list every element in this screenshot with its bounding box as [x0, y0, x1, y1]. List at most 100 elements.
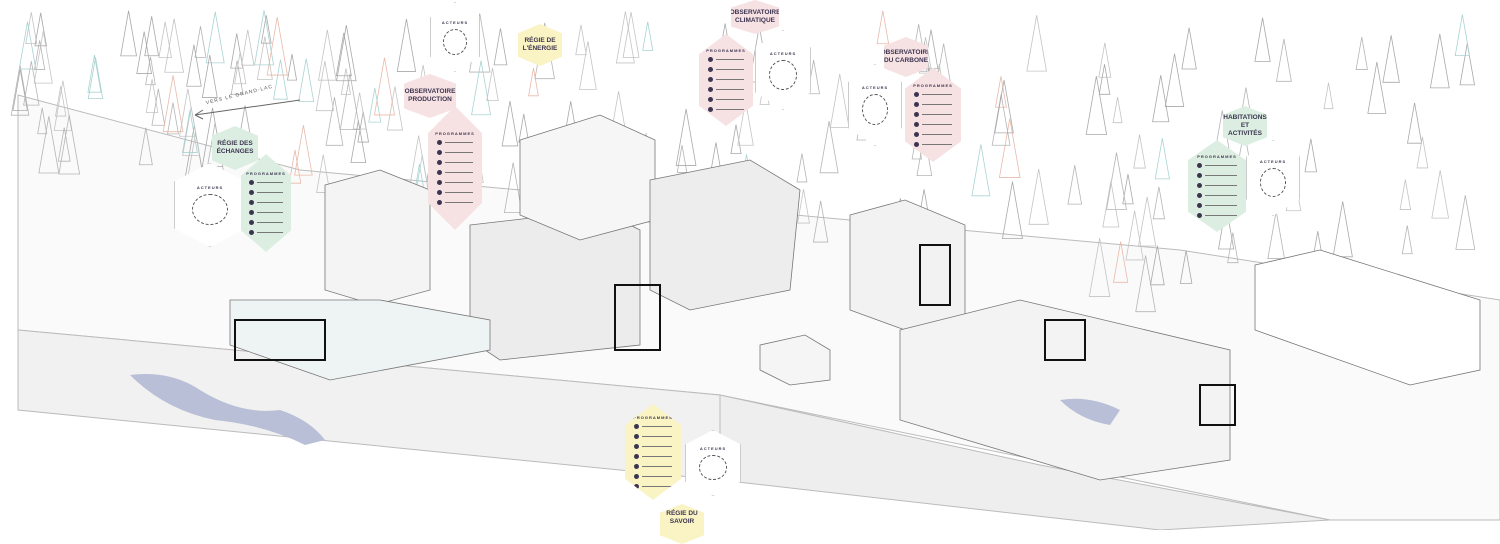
tree-icon — [1133, 134, 1146, 169]
tree-icon — [33, 31, 53, 84]
tree-icon — [254, 10, 275, 66]
habitations-activites-acteurs: ACTEURS — [1246, 140, 1300, 216]
observatoire-climatique-programmes: PROGRAMMES — [699, 34, 753, 126]
tree-icon — [503, 162, 523, 214]
tree-icon — [579, 41, 597, 90]
tree-icon — [368, 87, 382, 123]
tree-icon — [335, 32, 352, 77]
direction-arrow — [194, 99, 301, 120]
tree-icon — [1382, 35, 1400, 83]
tree-icon — [1455, 195, 1476, 250]
tree-icon — [796, 153, 808, 183]
tree-icon — [1401, 225, 1413, 255]
tree-icon — [288, 149, 302, 184]
tree-icon — [493, 28, 508, 66]
tree-icon — [38, 116, 60, 174]
tree-icon — [1431, 170, 1450, 219]
actor-cycle-icon — [699, 455, 727, 480]
tree-icon — [12, 69, 28, 111]
observatoire-production-programmes: PROGRAMMES — [428, 106, 482, 230]
buildings — [229, 114, 1481, 481]
tree-icon — [205, 11, 225, 64]
observatoire-climatique-acteurs: ACTEURS — [755, 30, 811, 110]
tree-icon — [151, 88, 166, 126]
tree-icon — [642, 21, 654, 51]
tree-icon — [1138, 196, 1157, 247]
tree-icon — [486, 67, 499, 101]
actor-cycle-icon — [1259, 168, 1287, 197]
tree-icon — [1154, 138, 1170, 180]
tree-icon — [971, 144, 991, 197]
tree-icon — [396, 18, 417, 72]
regie-echanges-title: Régie des échanges — [212, 126, 258, 170]
tree-icon — [230, 60, 244, 95]
tree-icon — [18, 21, 37, 70]
tree-icon — [1181, 27, 1197, 70]
tree-icon — [676, 145, 688, 173]
tree-icon — [325, 97, 344, 146]
tree-icon — [1407, 102, 1423, 144]
tree-icon — [615, 11, 635, 64]
tree-icon — [1113, 241, 1129, 283]
tree-icon — [1028, 168, 1049, 225]
actor-cycle-icon — [443, 28, 467, 55]
observatoire-carbone-acteurs: ACTEURS — [848, 64, 902, 146]
programme-list — [913, 92, 953, 147]
water — [130, 374, 1120, 445]
tree-icon — [186, 44, 202, 87]
tree-icon — [234, 51, 247, 85]
regie-savoir-programmes: PROGRAMMES — [625, 404, 681, 500]
tree-icon — [37, 107, 48, 135]
tree-icon — [315, 60, 335, 112]
programme-list — [436, 140, 474, 205]
tree-icon — [998, 118, 1021, 178]
tree-icon — [182, 110, 198, 153]
tree-icon — [167, 102, 179, 135]
regie-energie-title: Régie de l'énergie — [518, 24, 562, 66]
tree-icon — [374, 57, 396, 116]
actor-cycle-icon — [769, 59, 797, 90]
tree-icon — [1088, 237, 1111, 297]
tree-icon — [350, 120, 367, 164]
tree-icon — [287, 54, 298, 81]
tree-icon — [994, 79, 1014, 134]
tree-icon — [528, 67, 539, 97]
habitations-activites-title: Habitations et activités — [1223, 106, 1267, 146]
tree-icon — [34, 40, 46, 70]
highlight-frames — [234, 244, 1236, 426]
tree-icon — [298, 58, 315, 102]
tree-icon — [339, 73, 361, 131]
tree-icon — [1085, 75, 1108, 135]
tree-icon — [266, 17, 288, 76]
tree-icon — [1429, 33, 1450, 89]
tree-icon — [1152, 75, 1170, 123]
tree-icon — [675, 108, 697, 166]
tree-icon — [340, 68, 351, 95]
tree-icon — [1179, 250, 1193, 284]
tree-icon — [995, 76, 1007, 108]
tree-icon — [876, 10, 890, 45]
tree-icon — [1355, 36, 1368, 70]
tree-icon — [273, 59, 288, 100]
tree-icon — [730, 124, 742, 155]
tree-icon — [1332, 201, 1353, 258]
tree-icon — [1026, 15, 1047, 72]
programme-list — [633, 424, 673, 489]
tree-icon — [1122, 174, 1134, 205]
tree-icon — [182, 106, 201, 156]
tree-icon — [386, 86, 404, 131]
regie-savoir-acteurs: ACTEURS — [685, 430, 741, 496]
tree-icon — [138, 127, 153, 166]
tree-icon — [10, 64, 30, 116]
tree-icon — [1106, 152, 1127, 210]
tree-icon — [136, 31, 152, 74]
regie-echanges-programmes: PROGRAMMES — [241, 154, 291, 252]
tree-icon — [819, 121, 839, 174]
tree-icon — [1125, 210, 1144, 261]
tree-icon — [1454, 14, 1471, 57]
tree-icon — [1323, 82, 1334, 110]
tree-icon — [1459, 43, 1475, 86]
tree-icon — [1152, 186, 1165, 220]
tree-icon — [991, 94, 1011, 146]
tree-icon — [53, 80, 73, 131]
